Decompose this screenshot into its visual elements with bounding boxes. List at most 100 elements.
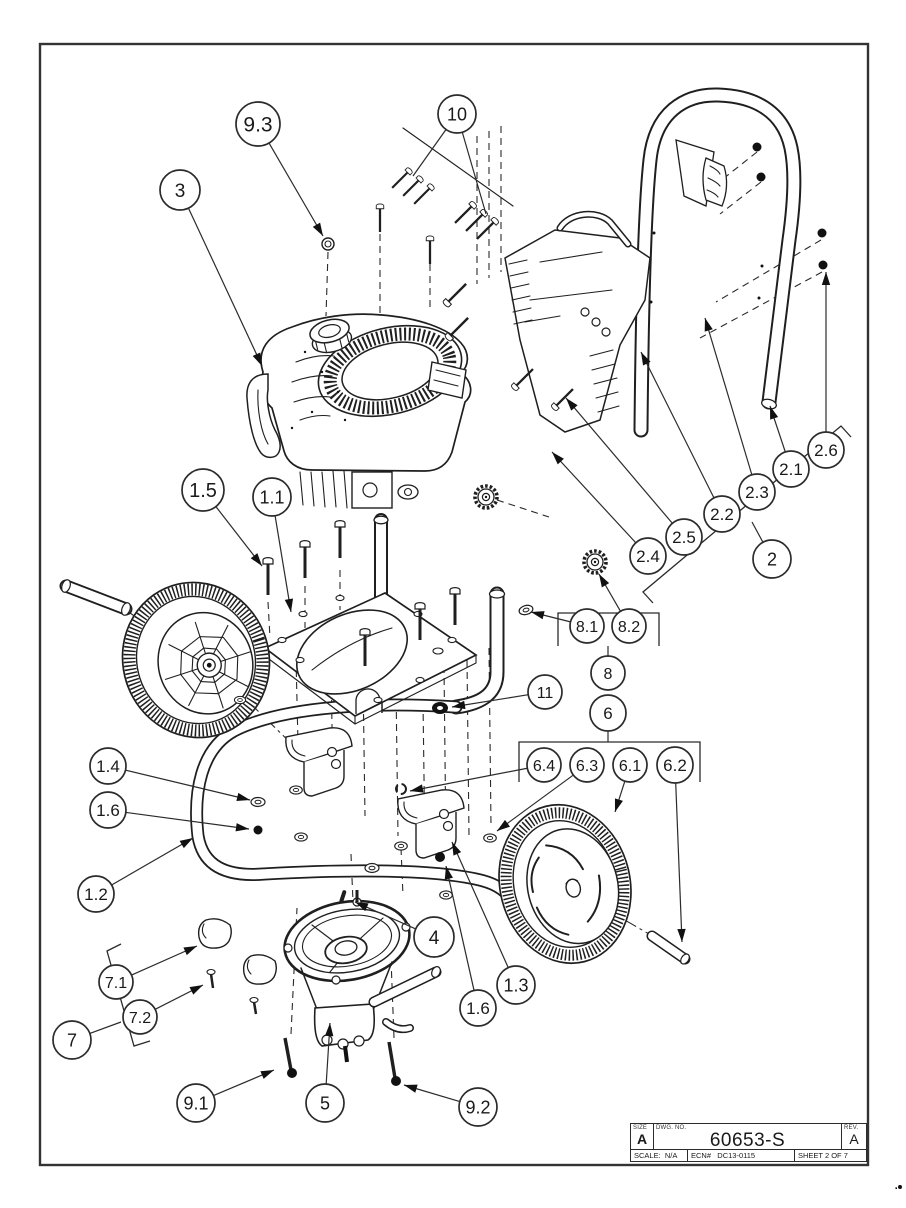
- callout-balloon: [159, 169, 201, 211]
- washer-6-3: [483, 833, 497, 843]
- callout-9.3: 9.3: [235, 101, 324, 237]
- title-block: SIZE A DWG. NO. 60653-S REV. A SCALE: N/…: [630, 1123, 867, 1162]
- size-label: SIZE: [633, 1125, 648, 1131]
- handle-screw: [818, 260, 828, 270]
- leader-line: [125, 769, 251, 801]
- leader-line: [111, 837, 194, 886]
- group-bracket: [642, 425, 852, 604]
- sheet-border: [38, 42, 870, 1167]
- callout-balloon: [52, 1020, 92, 1060]
- callout-7: 7: [52, 1020, 122, 1060]
- callout-balloon: [807, 431, 845, 469]
- callout-2.4: 2.4: [551, 451, 667, 575]
- leader-line: [751, 521, 764, 543]
- callout-1.2: 1.2: [77, 837, 194, 913]
- callout-balloon: [252, 477, 292, 517]
- callout-balloon: [496, 965, 536, 1005]
- callout-7.2: 7.2: [122, 984, 204, 1035]
- leader-line: [445, 865, 475, 991]
- ecn-value: DC13-0115: [717, 1151, 756, 1160]
- callout-2: 2: [751, 521, 792, 579]
- leader-arrowhead: [236, 792, 250, 802]
- callout-number: 2.3: [745, 483, 769, 502]
- callout-1.5: 1.5: [181, 468, 263, 567]
- corner-period-mark: [898, 1185, 902, 1189]
- leader-arrowhead: [770, 406, 779, 420]
- leader-arrowhead: [614, 798, 623, 812]
- callout-6.1: 6.1: [612, 747, 648, 813]
- callout-number: 9.2: [465, 1097, 490, 1117]
- leader-line: [274, 515, 292, 613]
- callout-balloon: [629, 537, 667, 575]
- callout-11: 11: [451, 674, 563, 710]
- plate-center-hole: [296, 609, 408, 695]
- callout-1.6: 1.6: [444, 865, 497, 1027]
- callout-number: 6.2: [663, 756, 687, 775]
- callout-number: 7.2: [129, 1010, 151, 1027]
- leader-arrowhead: [704, 318, 713, 332]
- callout-balloon: [590, 655, 626, 691]
- leader-line: [675, 782, 683, 943]
- callout-balloon: [527, 674, 563, 710]
- leader-arrowhead: [552, 452, 564, 465]
- washer: [233, 695, 247, 705]
- callout-1.4: 1.4: [89, 747, 251, 802]
- callout-number: 1.6: [466, 999, 490, 1018]
- callout-balloon: [665, 518, 703, 556]
- handle-screw: [756, 172, 766, 182]
- callout-7.1: 7.1: [98, 945, 198, 1000]
- callout-number: 1.5: [189, 480, 217, 502]
- callout-8.2: 8.2: [598, 573, 647, 644]
- fuel-cap: [309, 318, 353, 354]
- callout-number: 1.6: [96, 801, 120, 820]
- callout-8.1: 8.1: [530, 608, 605, 644]
- rev-value: A: [849, 1131, 859, 1147]
- group-bracket: [557, 612, 660, 646]
- leader-line: [461, 132, 487, 215]
- leader-line: [268, 142, 324, 237]
- callout-number: 11: [537, 685, 554, 702]
- panel-bracket-drawing: [504, 210, 651, 433]
- muffler: [427, 361, 467, 399]
- scale-value: N/A: [664, 1151, 678, 1160]
- leader-arrowhead: [566, 398, 578, 411]
- leader-line: [704, 317, 753, 475]
- callout-6.4: 6.4: [409, 747, 562, 793]
- callout-2.2: 2.2: [640, 351, 741, 533]
- callout-number: 8: [604, 666, 613, 683]
- callout-2.6: 2.6: [807, 272, 845, 469]
- rev-label: REV.: [844, 1125, 859, 1131]
- ecn-label: ECN#: [691, 1151, 712, 1160]
- leader-arrowhead: [599, 574, 610, 588]
- callout-number: 1.1: [259, 487, 284, 507]
- callout-balloon: [612, 747, 648, 783]
- callout-5: 5: [305, 1022, 345, 1123]
- leader-line: [551, 451, 637, 544]
- callout-balloon: [772, 450, 810, 488]
- callout-number: 7.1: [105, 975, 127, 992]
- leader-arrowhead: [497, 819, 510, 831]
- leader-arrowhead: [452, 700, 466, 710]
- handle-tube-end: [761, 398, 777, 410]
- callout-balloon: [176, 1083, 216, 1123]
- sheet-cell: SHEET 2 OF 7: [798, 1151, 848, 1160]
- leader-line: [496, 774, 574, 832]
- leader-arrowhead: [252, 352, 262, 366]
- callout-balloon: [437, 94, 477, 134]
- clip-6-4: [395, 783, 407, 795]
- dwg-label: DWG. NO.: [656, 1125, 687, 1131]
- rubber-foot: [197, 918, 232, 949]
- callout-balloon: [89, 791, 127, 829]
- callout-balloon: [235, 101, 281, 147]
- callout-9.2: 9.2: [403, 1084, 498, 1127]
- callout-number: 6.4: [533, 758, 555, 775]
- callout-balloon: [703, 495, 741, 533]
- knob: [473, 484, 499, 510]
- callout-number: 1.3: [503, 975, 528, 995]
- leader-arrowhead: [641, 352, 651, 366]
- leader-arrowhead: [312, 222, 323, 236]
- callout-balloon: [459, 989, 497, 1027]
- callout-balloon: [611, 608, 647, 644]
